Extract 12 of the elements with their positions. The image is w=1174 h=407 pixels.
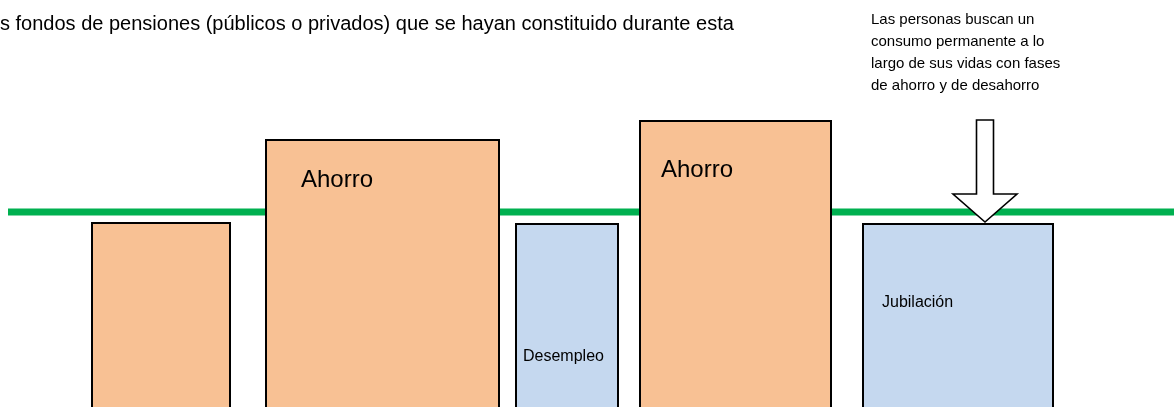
bar-label: Ahorro	[661, 155, 734, 183]
labeled-bar	[862, 223, 1054, 407]
heading-text: s fondos de pensiones (públicos o privados) que se hayan constituido durante esta	[0, 12, 734, 35]
block-arrow	[950, 119, 1020, 224]
labeled-bar	[639, 120, 832, 407]
bar-label: Jubilación	[882, 293, 954, 311]
note-text: Las personas buscan un consumo permanente a lo largo de sus vidas con fases de ahorro y de desahorro	[871, 8, 1076, 118]
bar-label: Ahorro	[301, 165, 374, 193]
labeled-bar	[515, 223, 619, 407]
labeled-bar	[265, 139, 500, 407]
plain-bar	[91, 222, 231, 407]
bar-label: Desempleo	[523, 347, 604, 365]
